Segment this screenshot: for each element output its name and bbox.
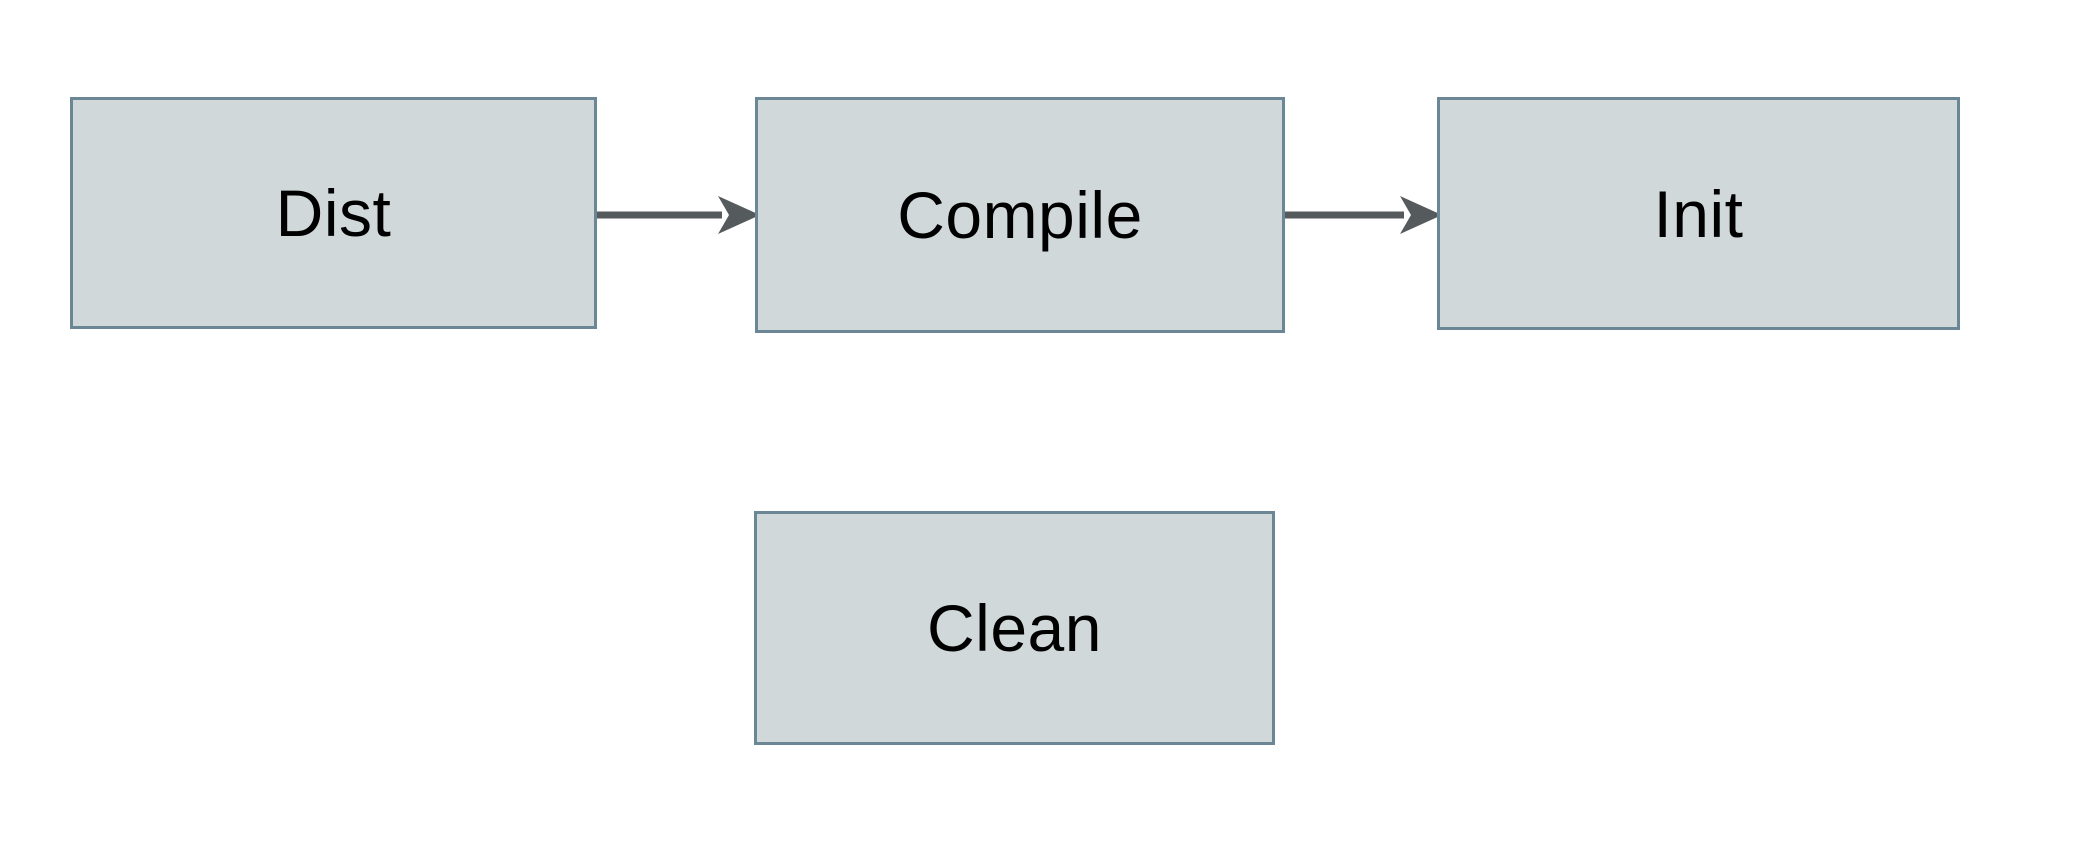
edge-dist-to-compile[interactable] (594, 192, 762, 238)
node-clean[interactable]: Clean (754, 511, 1275, 745)
node-clean-label: Clean (927, 591, 1102, 665)
node-compile-label: Compile (897, 178, 1143, 252)
node-dist-label: Dist (275, 176, 392, 250)
node-compile[interactable]: Compile (755, 97, 1285, 333)
node-init-label: Init (1653, 176, 1744, 251)
node-dist[interactable]: Dist (70, 97, 597, 329)
arrowhead-icon (718, 196, 760, 234)
edge-compile-to-init[interactable] (1282, 192, 1444, 238)
arrowhead-icon (1400, 196, 1442, 234)
node-init[interactable]: Init (1437, 97, 1960, 330)
